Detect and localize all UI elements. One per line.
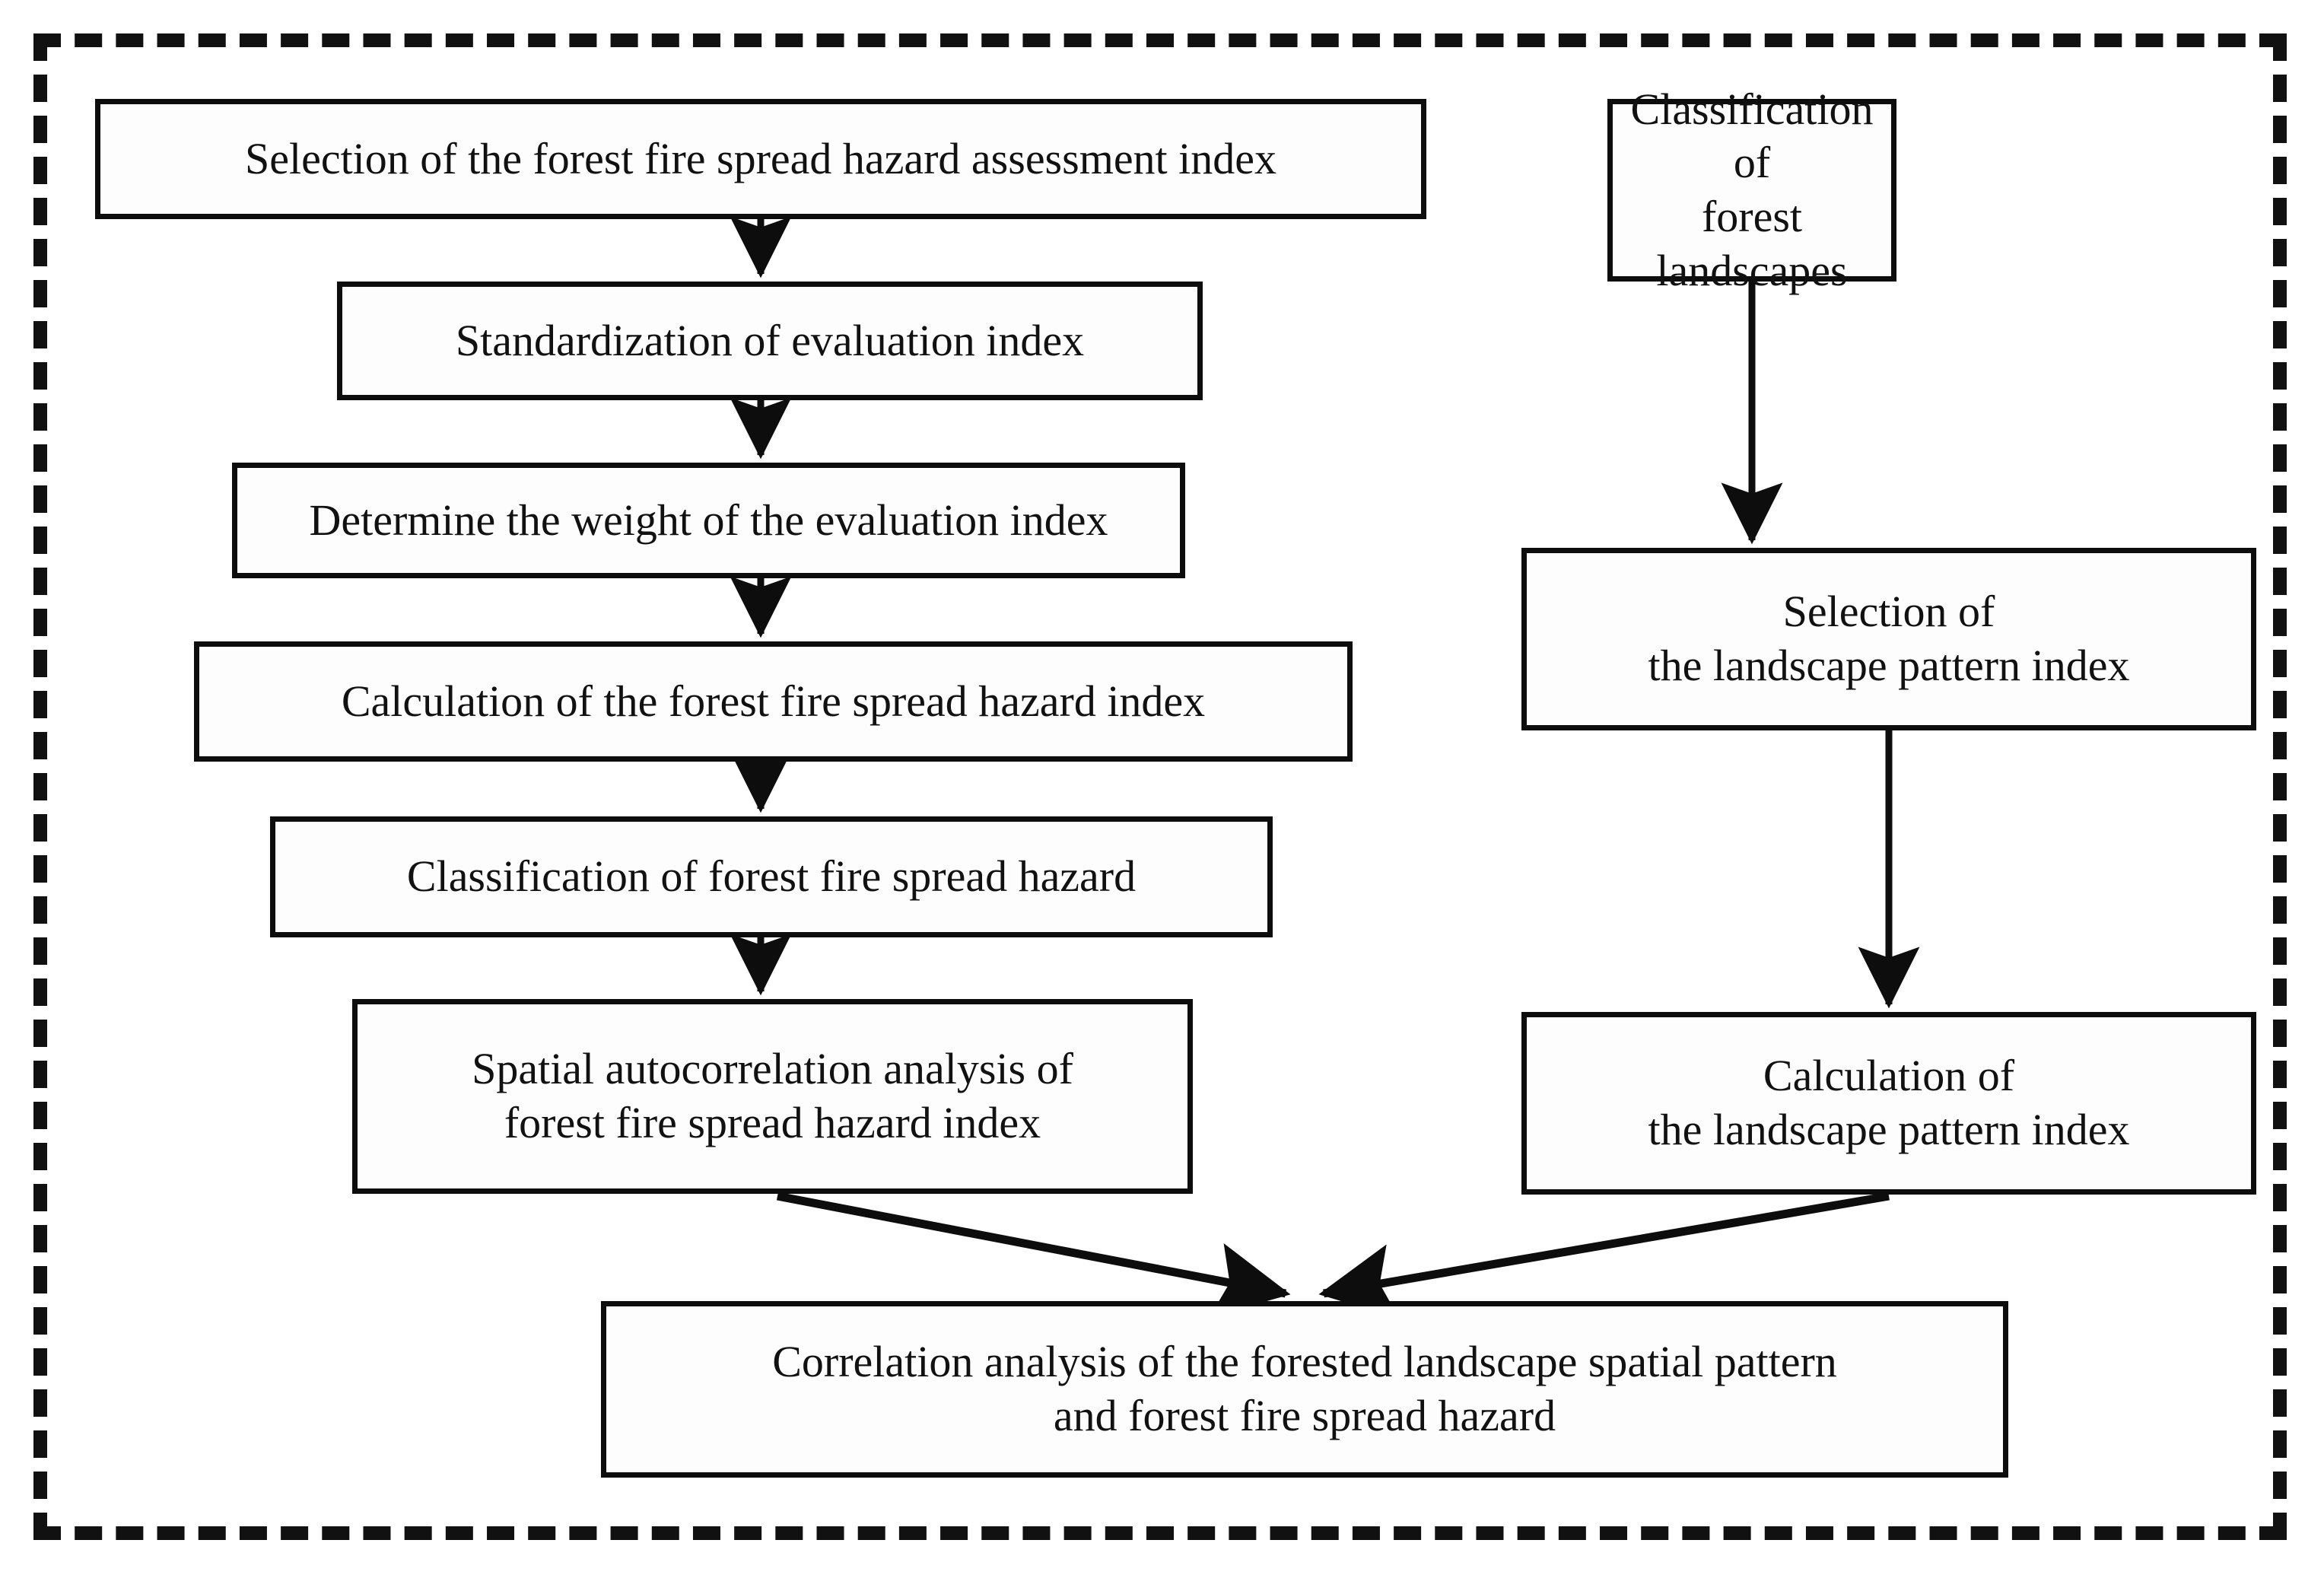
node-correlation-analysis-label: Correlation analysis of the forested lan… — [772, 1337, 1837, 1440]
node-spatial-autocorrelation[interactable]: Spatial autocorrelation analysis of fore… — [352, 999, 1193, 1194]
node-spatial-autocorrelation-label: Spatial autocorrelation analysis of fore… — [472, 1044, 1073, 1147]
node-landscape-pattern-index-calculation[interactable]: Calculation of the landscape pattern ind… — [1521, 1012, 2256, 1195]
node-index-selection-label: Selection of the forest fire spread haza… — [244, 133, 1277, 183]
node-index-selection[interactable]: Selection of the forest fire spread haza… — [95, 99, 1426, 219]
node-landscape-pattern-index-selection[interactable]: Selection of the landscape pattern index — [1521, 548, 2256, 730]
node-hazard-classification-label: Classification of forest fire spread haz… — [406, 851, 1137, 902]
node-landscape-classification-label: Classification of forest landscapes — [1630, 84, 1874, 295]
node-correlation-analysis[interactable]: Correlation analysis of the forested lan… — [601, 1301, 2008, 1478]
node-hazard-index-calculation[interactable]: Calculation of the forest fire spread ha… — [194, 641, 1353, 762]
node-landscape-pattern-index-selection-label: Selection of the landscape pattern index — [1648, 587, 2130, 690]
node-landscape-pattern-index-calculation-label: Calculation of the landscape pattern ind… — [1648, 1051, 2130, 1154]
node-standardization-label: Standardization of evaluation index — [455, 315, 1085, 365]
node-standardization[interactable]: Standardization of evaluation index — [337, 282, 1203, 400]
node-hazard-index-calculation-label: Calculation of the forest fire spread ha… — [341, 676, 1206, 726]
node-landscape-classification[interactable]: Classification of forest landscapes — [1607, 84, 1896, 295]
node-determine-weight-label: Determine the weight of the evaluation i… — [309, 495, 1108, 545]
dashed-outer-frame — [33, 33, 2287, 1540]
node-determine-weight[interactable]: Determine the weight of the evaluation i… — [232, 463, 1185, 578]
node-hazard-classification[interactable]: Classification of forest fire spread haz… — [270, 816, 1273, 937]
